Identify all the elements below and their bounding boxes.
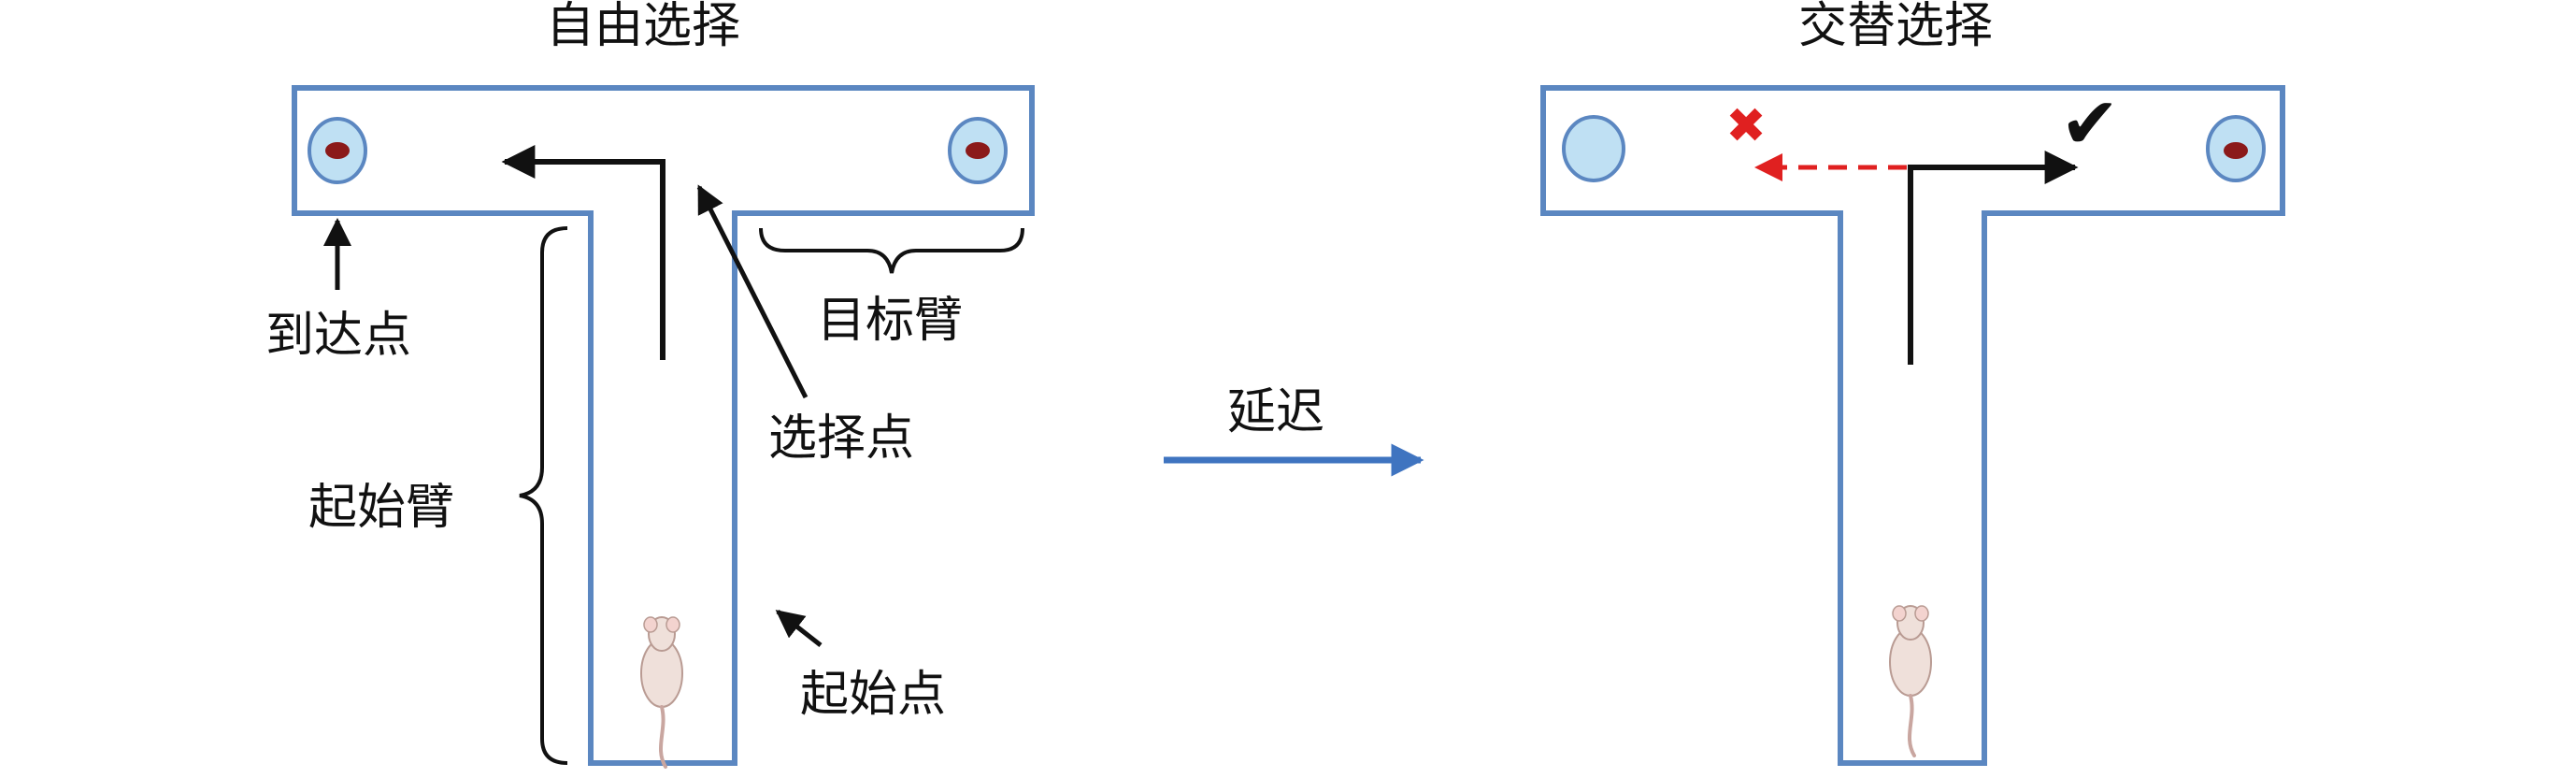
right-well-right bbox=[2206, 115, 2266, 182]
reward-dot bbox=[325, 142, 350, 159]
left-well-left bbox=[308, 117, 367, 184]
label-start-point: 起始点 bbox=[800, 667, 946, 723]
cross-icon: ✖ bbox=[1725, 98, 1767, 154]
right-panel: 交替选择 ✖ ✔ bbox=[1540, 0, 2285, 766]
right-well-left bbox=[1562, 115, 1625, 182]
right-panel-title: 交替选择 bbox=[1798, 0, 1993, 54]
right-maze-outline bbox=[1540, 85, 2285, 766]
left-panel: 自由选择 到达点 选择点 目标臂 起始臂 起始点 bbox=[265, 0, 1035, 769]
correct-path-arrow bbox=[1908, 151, 2079, 365]
label-start-arm: 起始臂 bbox=[308, 480, 454, 536]
left-panel-title: 自由选择 bbox=[546, 0, 740, 54]
left-maze-outline bbox=[292, 85, 1035, 766]
reward-dot bbox=[2224, 142, 2248, 159]
label-arrival-point: 到达点 bbox=[265, 308, 411, 364]
left-path-arrow bbox=[501, 145, 665, 360]
label-delay: 延迟 bbox=[1227, 384, 1324, 440]
target-arm-brace bbox=[759, 227, 1024, 274]
check-icon: ✔ bbox=[2060, 81, 2120, 165]
reward-dot bbox=[966, 142, 990, 159]
start-arm-brace bbox=[519, 226, 568, 765]
delay-transition: 延迟 bbox=[1164, 384, 1424, 477]
label-target-arm: 目标臂 bbox=[817, 293, 963, 349]
left-well-right bbox=[948, 117, 1008, 184]
start-point-arrow bbox=[775, 610, 823, 647]
choice-point-arrow bbox=[696, 184, 809, 399]
label-choice-point: 选择点 bbox=[768, 411, 914, 467]
